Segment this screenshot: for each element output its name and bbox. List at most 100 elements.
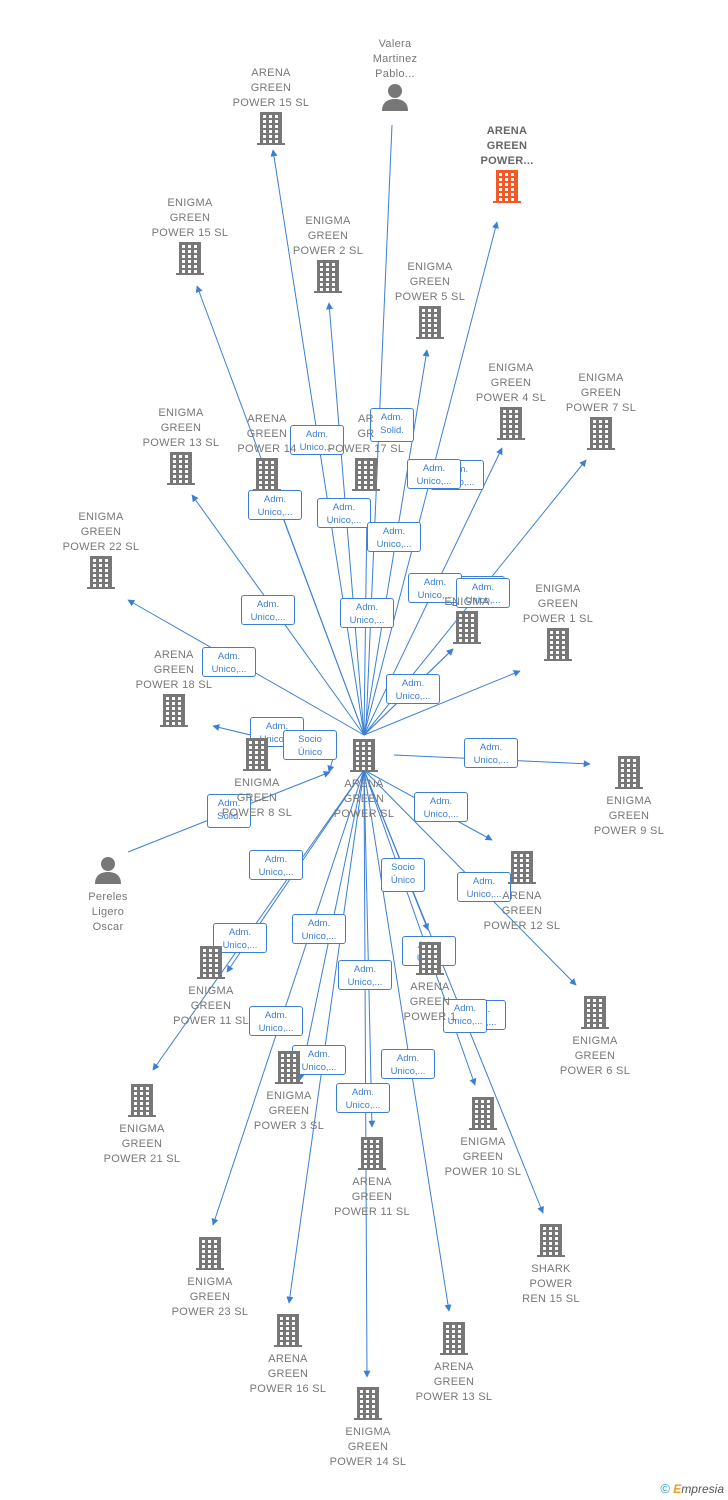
node-label: ENIGMA GREEN POWER 23 SL — [171, 1276, 249, 1318]
company-node[interactable]: ENIGMA — [412, 595, 522, 649]
building-icon — [234, 1050, 344, 1089]
company-node[interactable]: ENIGMA GREEN POWER 6 SL — [540, 995, 650, 1079]
copyright-symbol: © — [660, 1481, 670, 1496]
node-label: ENIGMA GREEN POWER 10 SL — [444, 1136, 522, 1178]
company-node[interactable]: ARENA GREEN POWER 13 SL — [399, 1321, 509, 1405]
building-icon — [546, 416, 656, 455]
relation-badge[interactable]: Adm. Unico,... — [290, 425, 344, 455]
node-label: ARENA GREEN POWER 16 SL — [249, 1353, 327, 1395]
relation-badge[interactable]: Adm. Unico,... — [249, 850, 303, 880]
company-node[interactable]: ARENA GREEN POWER... — [452, 124, 562, 208]
node-label: ENIGMA GREEN POWER 22 SL — [62, 511, 140, 553]
company-node[interactable]: ARENA GREEN POWER 18 SL — [119, 648, 229, 732]
building-icon — [273, 259, 383, 298]
company-node[interactable]: ENIGMA GREEN POWER 15 SL — [135, 196, 245, 280]
building-icon — [233, 1313, 343, 1352]
company-node[interactable]: ENIGMA GREEN POWER 2 SL — [273, 214, 383, 298]
company-node[interactable]: SHARK POWER REN 15 SL — [496, 1223, 606, 1307]
relation-badge[interactable]: Adm. Unico,... — [249, 1006, 303, 1036]
person-icon — [53, 855, 163, 890]
relation-badge[interactable]: Socio Único — [283, 730, 337, 760]
company-node[interactable]: ENIGMA GREEN POWER 8 SL — [202, 737, 312, 821]
company-node[interactable]: ENIGMA GREEN POWER 3 SL — [234, 1050, 344, 1134]
company-node[interactable]: ARENA GREEN POWER 15 SL — [216, 66, 326, 150]
relation-badge[interactable]: Adm. Unico,... — [248, 490, 302, 520]
edge-center-agp13 — [363, 769, 452, 1312]
edge-center-agp14 — [278, 509, 365, 736]
node-label: ARENA GREEN POWER 14 — [237, 413, 297, 455]
relation-badge[interactable]: Socio Único — [381, 858, 425, 892]
relation-badge[interactable]: Adm. Unico,... — [292, 1045, 346, 1075]
node-label: ARENA GREEN POWER SL — [333, 778, 395, 820]
company-node[interactable]: AR GR POWER 17 SL — [311, 412, 421, 496]
building-icon — [309, 738, 419, 777]
company-node[interactable]: ARENA GREEN POWER 11 SL — [317, 1136, 427, 1220]
node-label: ENIGMA GREEN POWER 14 SL — [329, 1426, 407, 1468]
relation-badge[interactable]: Adm. Unico,... — [386, 674, 440, 704]
company-node[interactable]: ARENA GREEN POWER 12 SL — [467, 850, 577, 934]
footer-brand: © Empresia — [660, 1481, 724, 1496]
company-node[interactable]: ARENA GREEN POWER SL — [309, 738, 419, 822]
edge-center-spr15 — [363, 769, 544, 1214]
company-node[interactable]: ENIGMA GREEN POWER 5 SL — [375, 260, 485, 344]
node-label: ENIGMA GREEN POWER 11 SL — [173, 985, 249, 1027]
company-node[interactable]: ENIGMA GREEN POWER 14 SL — [313, 1386, 423, 1470]
relation-badge[interactable]: Adm. Unico,... — [381, 1049, 435, 1079]
relation-badge[interactable]: Adm. Unico,... — [408, 573, 462, 603]
relation-badge[interactable]: Adm. Unico,... — [443, 999, 487, 1033]
edge-center-egp14 — [363, 769, 371, 1378]
company-node[interactable]: ARENA GREEN POWER 14 — [212, 412, 322, 496]
relation-badge[interactable]: Adm. Unico,... — [407, 459, 461, 489]
brand-initial: E — [673, 1482, 682, 1496]
company-node[interactable]: ENIGMA GREEN POWER 10 SL — [428, 1096, 538, 1180]
building-icon — [313, 1386, 423, 1425]
node-label: ARENA GREEN POWER 11 SL — [334, 1176, 410, 1218]
relation-badge[interactable]: Adm. Unico,... — [457, 872, 511, 902]
relation-badge[interactable]: Adm. Unico,... — [367, 522, 421, 552]
edge-center-egp23 — [211, 769, 365, 1226]
relation-badge[interactable]: Adm. Unico,... — [338, 960, 392, 990]
relation-badge[interactable]: Adm. Unico,... — [340, 598, 394, 628]
company-node[interactable]: ENIGMA GREEN POWER 23 SL — [155, 1236, 265, 1320]
brand-name: mpresia — [681, 1482, 724, 1496]
building-icon — [87, 1083, 197, 1122]
relation-badge[interactable]: Adm. Solid. — [207, 794, 251, 828]
node-label: ENIGMA GREEN POWER 15 SL — [151, 197, 229, 239]
building-icon — [311, 457, 421, 496]
node-label: ENIGMA GREEN POWER 9 SL — [593, 795, 665, 837]
node-label: ARENA GREEN POWER 12 SL — [483, 890, 561, 932]
company-node[interactable]: ENIGMA GREEN POWER 11 SL — [156, 945, 266, 1029]
node-label: Valera Martinez Pablo... — [372, 38, 418, 80]
building-icon — [216, 111, 326, 150]
node-label: ARENA GREEN POWER... — [480, 125, 534, 167]
building-icon — [212, 457, 322, 496]
company-node[interactable]: ENIGMA GREEN POWER 7 SL — [546, 371, 656, 455]
relation-badge[interactable]: Adm. Unico,... — [202, 647, 256, 677]
company-node[interactable]: ENIGMA GREEN POWER 13 SL — [126, 406, 236, 490]
relation-badge[interactable]: Adm. Unico,... — [464, 738, 518, 768]
relation-badge[interactable]: Adm. Solid. — [370, 408, 414, 442]
node-label: ARENA GREEN POWER 18 SL — [135, 649, 213, 691]
relation-badge[interactable]: Adm. Unico,... — [241, 595, 295, 625]
person-node[interactable]: Pereles Ligero Oscar — [53, 855, 163, 935]
building-icon — [503, 627, 613, 666]
company-node[interactable]: ARENA GREEN POWER 16 SL — [233, 1313, 343, 1397]
company-node[interactable]: ENIGMA GREEN POWER 9 SL — [574, 755, 684, 839]
company-node[interactable]: ENIGMA GREEN POWER 21 SL — [87, 1083, 197, 1167]
node-label: ENIGMA GREEN POWER 5 SL — [394, 261, 466, 303]
relation-badge[interactable]: Adm. Unico,... — [414, 792, 468, 822]
company-node[interactable]: ENIGMA GREEN POWER 22 SL — [46, 510, 156, 594]
relation-badge[interactable]: Adm. Unico,... — [336, 1083, 390, 1113]
building-icon — [456, 406, 566, 445]
company-node[interactable]: ENIGMA GREEN POWER 1 SL — [503, 582, 613, 666]
building-icon — [46, 555, 156, 594]
person-node[interactable]: Valera Martinez Pablo... — [340, 37, 450, 117]
node-label: ENIGMA GREEN POWER 6 SL — [559, 1035, 631, 1077]
relation-badge[interactable]: Adm. Unico,... — [292, 914, 346, 944]
company-node[interactable]: ARENA GREEN POWER 1 — [375, 941, 485, 1025]
relation-badge[interactable]: Adm. Unico,... — [317, 498, 371, 528]
company-node[interactable]: ENIGMA GREEN POWER 4 SL — [456, 361, 566, 445]
relation-badge[interactable]: Adm. Unico,... — [456, 578, 510, 608]
node-label: ENIGMA GREEN POWER 8 SL — [221, 777, 293, 819]
building-icon — [126, 451, 236, 490]
